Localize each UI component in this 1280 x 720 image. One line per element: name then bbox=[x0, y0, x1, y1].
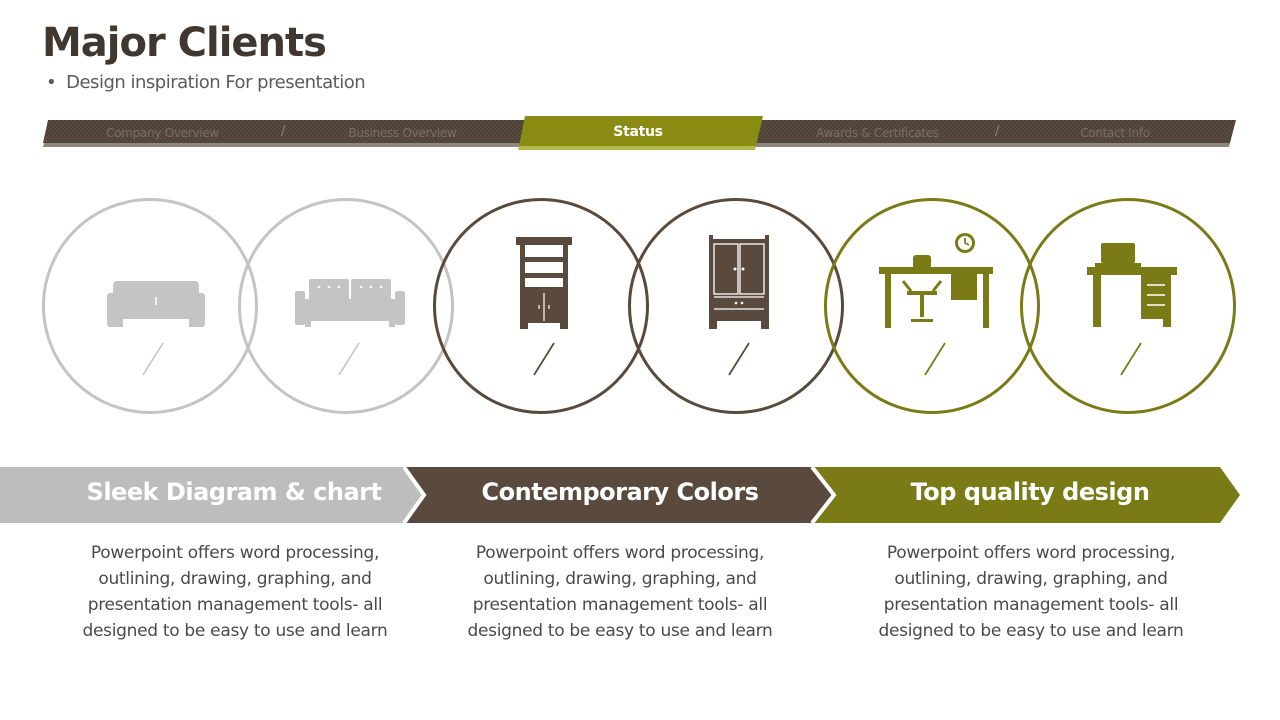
nav-tab-company-overview[interactable]: Company Overview bbox=[106, 126, 219, 140]
client-circle-desk-laptop bbox=[1020, 198, 1236, 414]
slash-divider bbox=[142, 342, 164, 376]
banner-label-top-quality: Top quality design bbox=[910, 478, 1150, 506]
office-desk-chair-clock-icon bbox=[879, 233, 993, 328]
page-title: Major Clients bbox=[42, 20, 327, 66]
banner-description-3: Powerpoint offers word processing, outli… bbox=[878, 543, 1184, 641]
slash-divider bbox=[728, 342, 750, 376]
nav-tab-status[interactable]: Status bbox=[613, 124, 663, 140]
desk-laptop-icon bbox=[1087, 243, 1177, 327]
arrow-banners bbox=[0, 465, 1240, 525]
nav-tab-awards-certificates[interactable]: Awards & Certificates bbox=[816, 126, 939, 140]
banner-description-2: Powerpoint offers word processing, outli… bbox=[467, 543, 773, 641]
banner-arrow-gray bbox=[0, 467, 424, 523]
banner-label-contemporary-colors: Contemporary Colors bbox=[481, 478, 759, 506]
nav-tab-business-overview[interactable]: Business Overview bbox=[348, 126, 457, 140]
subtitle-text: Design inspiration For presentation bbox=[66, 72, 366, 93]
page-subtitle: • Design inspiration For presentation bbox=[46, 72, 366, 93]
subtitle-bullet: • bbox=[46, 72, 57, 93]
slash-divider bbox=[338, 342, 360, 376]
nav-separator: / bbox=[995, 124, 1000, 139]
slash-divider bbox=[533, 342, 555, 376]
client-circle-bookshelf bbox=[433, 198, 649, 414]
banner-description-1: Powerpoint offers word processing, outli… bbox=[82, 543, 388, 641]
banner-arrow-brown bbox=[404, 467, 834, 523]
wardrobe-icon bbox=[709, 235, 769, 329]
sofa-icon bbox=[107, 281, 205, 327]
slash-divider bbox=[1120, 342, 1142, 376]
bookshelf-cabinet-icon bbox=[516, 237, 572, 329]
banner-arrow-olive bbox=[812, 467, 1240, 523]
couch-icon bbox=[295, 279, 405, 327]
client-circle-office-desk bbox=[824, 198, 1040, 414]
client-circle-sofa bbox=[42, 198, 258, 414]
banner-label-sleek-diagram: Sleek Diagram & chart bbox=[86, 478, 382, 506]
nav-tab-contact-info[interactable]: Contact Info bbox=[1080, 126, 1150, 140]
client-circle-couch bbox=[238, 198, 454, 414]
nav-separator: / bbox=[281, 124, 286, 139]
slash-divider bbox=[924, 342, 946, 376]
client-circle-wardrobe bbox=[628, 198, 844, 414]
